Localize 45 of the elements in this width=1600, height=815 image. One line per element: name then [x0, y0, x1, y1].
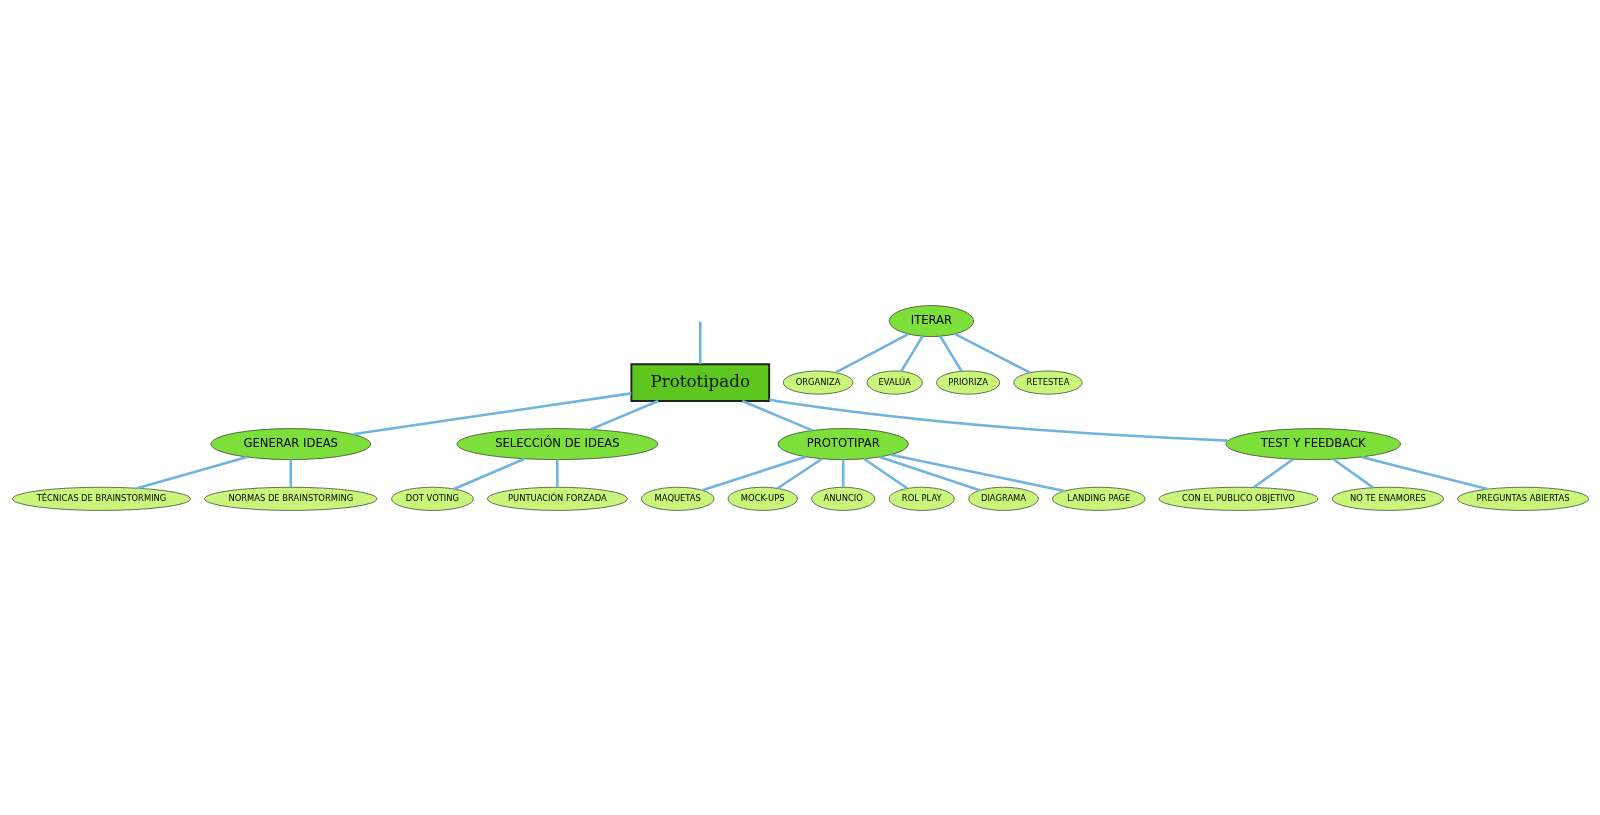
node-ellipse: ORGANIZA	[782, 370, 853, 394]
connector	[589, 399, 659, 431]
connector	[289, 459, 292, 487]
node-ellipse: PUNTUACIÓN FORZADA	[486, 486, 628, 511]
node-ellipse: PRIORIZA	[935, 370, 1000, 394]
connector	[776, 457, 823, 489]
connector	[862, 457, 908, 489]
connector	[698, 321, 702, 364]
node-ellipse: DOT VOTING	[390, 486, 474, 511]
node-ellipse: PROTOTIPAR	[777, 427, 909, 460]
connector	[954, 332, 1031, 374]
node-ellipse: CON EL PUBLICO OBJETIVO	[1158, 486, 1318, 511]
connector	[136, 455, 247, 489]
node-ellipse: GENERAR IDEAS	[210, 427, 371, 460]
node-ellipse: ROL PLAY	[888, 486, 955, 511]
node-ellipse: ITERAR	[888, 304, 974, 337]
connector	[899, 335, 924, 372]
node-ellipse: TEST Y FEEDBACK	[1225, 427, 1401, 460]
connector	[890, 452, 1065, 492]
connector	[878, 455, 980, 491]
node-ellipse: ANUNCIO	[810, 486, 875, 511]
node-ellipse: TÉCNICAS DE BRAINSTORMING	[11, 486, 191, 511]
connector	[1360, 455, 1488, 490]
node-ellipse: SELECCIÓN DE IDEAS	[456, 427, 658, 460]
connector	[938, 335, 963, 372]
node-ellipse: NO TE ENAMORES	[1331, 486, 1444, 511]
connector	[841, 459, 844, 487]
connector	[741, 399, 813, 432]
node-ellipse: EVALÚA	[866, 370, 923, 394]
node-box: Prototipado	[629, 362, 770, 402]
connector	[701, 455, 806, 491]
connector	[768, 398, 1228, 442]
connector	[453, 457, 525, 490]
node-ellipse: LANDING PAGE	[1051, 486, 1145, 511]
node-ellipse: NORMAS DE BRAINSTORMING	[203, 486, 377, 511]
node-ellipse: MAQUETAS	[640, 486, 714, 511]
connector	[1252, 457, 1294, 488]
node-ellipse: RETESTEA	[1012, 370, 1082, 394]
connector	[352, 391, 631, 436]
node-ellipse: MOCK-UPS	[727, 486, 798, 511]
connector	[1332, 457, 1374, 489]
node-ellipse: PREGUNTAS ABIERTAS	[1456, 486, 1589, 511]
connector	[834, 332, 909, 374]
node-ellipse: DIAGRAMA	[967, 486, 1039, 511]
connector	[555, 459, 559, 487]
